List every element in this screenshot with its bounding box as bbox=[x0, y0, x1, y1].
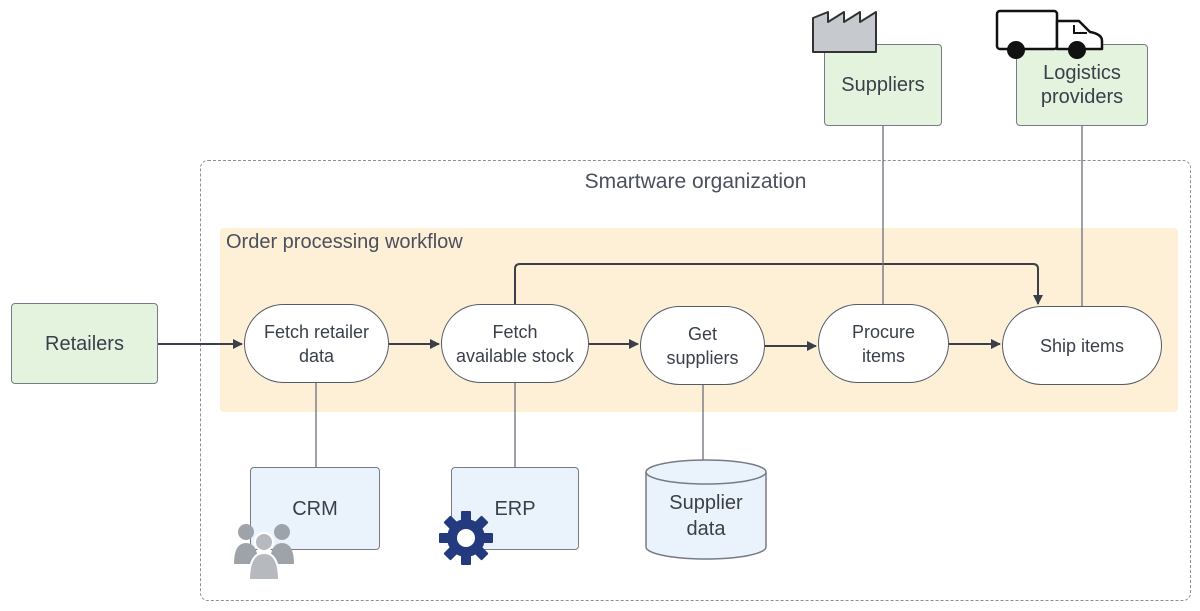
supplier-data-text: Supplier data bbox=[669, 492, 743, 540]
suppliers-label: Suppliers bbox=[841, 74, 925, 96]
retailers-label: Retailers bbox=[45, 332, 124, 355]
supplier-data-label: Supplier data bbox=[646, 486, 766, 546]
organization-boundary bbox=[200, 160, 1191, 601]
erp-label: ERP bbox=[494, 497, 536, 520]
arrow-fetch-stock-to-ship bbox=[514, 263, 1043, 305]
suppliers-box: Suppliers bbox=[824, 44, 942, 126]
logistics-providers-box: Logistics providers bbox=[1016, 44, 1148, 126]
organization-title: Smartware organization bbox=[584, 170, 807, 193]
step-label: Get suppliers bbox=[666, 323, 739, 368]
step-label: Fetch available stock bbox=[455, 321, 575, 366]
step-label: Ship items bbox=[1039, 335, 1125, 356]
gear-icon bbox=[439, 511, 493, 565]
people-icon bbox=[234, 524, 294, 581]
step-fetch-retailer-data: Fetch retailer data bbox=[244, 304, 389, 383]
logistics-providers-label: Logistics providers bbox=[1040, 62, 1124, 108]
database-icon bbox=[645, 472, 767, 560]
truck-icon bbox=[995, 9, 1104, 59]
factory-icon bbox=[812, 11, 877, 53]
step-ship-items: Ship items bbox=[1002, 306, 1162, 385]
step-label: Fetch retailer data bbox=[263, 321, 370, 366]
workflow-title: Order processing workflow bbox=[226, 231, 463, 253]
step-procure-items: Procure items bbox=[818, 304, 949, 383]
step-label: Procure items bbox=[851, 321, 916, 366]
step-get-suppliers: Get suppliers bbox=[640, 306, 765, 385]
crm-label: CRM bbox=[292, 497, 338, 520]
retailers-box: Retailers bbox=[11, 303, 158, 384]
step-fetch-available-stock: Fetch available stock bbox=[441, 304, 589, 383]
